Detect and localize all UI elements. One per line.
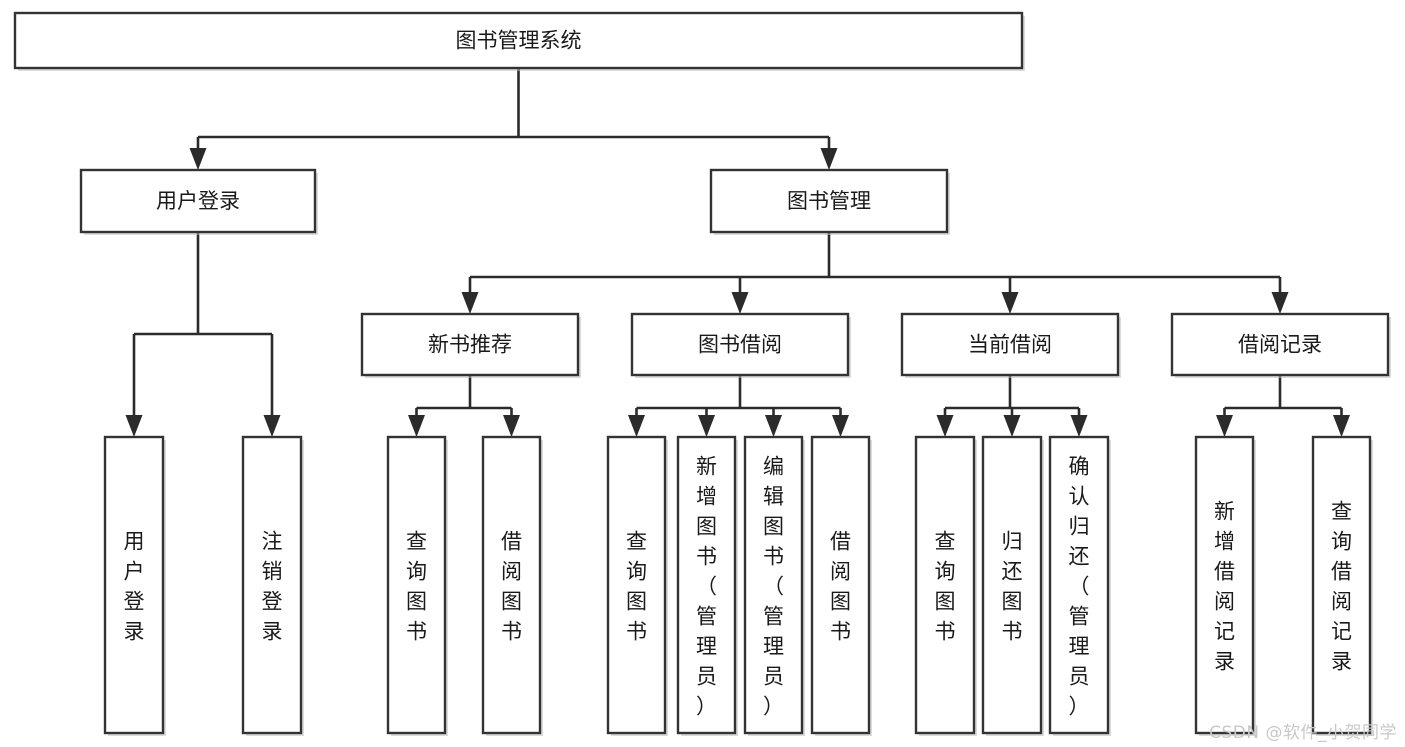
node-box[interactable] [360,312,580,377]
arrow-head-icon [698,415,715,437]
arrow-head-icon [1216,415,1233,437]
node-label: 归还图书 [1002,529,1023,643]
node-label: 借阅图书 [830,529,851,643]
node-l3-borrow-record[interactable]: 借阅记录 [1170,312,1391,378]
node-l4-logout-login[interactable]: 注销登录 [241,435,304,736]
node-label: 查询借阅记录 [1331,499,1352,673]
node-label: 借阅记录 [1238,333,1322,357]
node-box[interactable] [1170,312,1390,377]
node-box[interactable] [1311,435,1372,735]
node-box[interactable] [630,312,850,377]
node-label: 编辑图书（管理员） [763,454,784,718]
node-label: 图书管理系统 [456,29,582,53]
arrow-head-icon [832,415,849,437]
node-root[interactable]: 图书管理系统 [13,11,1025,71]
node-l4-borrow-book-b[interactable]: 借阅图书 [810,435,872,736]
node-label: 图书管理 [787,189,871,213]
node-label: 图书借阅 [698,333,782,357]
node-box[interactable] [79,168,317,234]
node-l4-query-record[interactable]: 查询借阅记录 [1311,435,1373,736]
arrow-head-icon [1070,415,1088,437]
node-box[interactable] [1048,435,1110,735]
node-box[interactable] [13,11,1024,70]
arrow-head-icon [820,148,838,170]
connector-layer [125,68,1350,437]
node-l3-current-borrow[interactable]: 当前借阅 [900,312,1121,378]
node-label: 查询图书 [935,529,956,643]
node-label: 用户登录 [156,189,240,213]
node-l4-return-book[interactable]: 归还图书 [981,435,1044,736]
node-box[interactable] [676,435,737,735]
arrow-head-icon [1001,292,1019,314]
node-box[interactable] [981,435,1043,735]
arrow-head-icon [408,415,425,437]
node-l4-edit-book[interactable]: 编辑图书（管理员） [743,435,805,736]
node-label: 新增借阅记录 [1214,499,1235,673]
node-box[interactable] [914,435,976,735]
node-l4-confirm-return[interactable]: 确认归还（管理员） [1048,435,1111,736]
arrow-head-icon [628,415,645,437]
node-layer: 图书管理系统用户登录图书管理新书推荐图书借阅当前借阅借阅记录用户登录注销登录查询… [13,11,1391,736]
node-box[interactable] [606,435,667,735]
node-label: 当前借阅 [968,333,1052,357]
node-l4-query-book-b[interactable]: 查询图书 [606,435,668,736]
arrow-head-icon [125,415,143,437]
node-l4-user-login[interactable]: 用户登录 [103,435,166,736]
node-l3-new-book-rec[interactable]: 新书推荐 [360,312,581,378]
node-box[interactable] [103,435,165,735]
node-box[interactable] [241,435,303,735]
node-l4-add-record[interactable]: 新增借阅记录 [1194,435,1256,736]
node-box[interactable] [810,435,871,735]
node-label: 确认归还（管理员） [1069,454,1090,718]
node-box[interactable] [1194,435,1255,735]
node-box[interactable] [386,435,447,735]
node-label: 新增图书（管理员） [696,454,717,718]
node-label: 用户登录 [124,529,145,643]
watermark-label: CSDN @软件_小贺同学 [1209,723,1397,743]
arrow-head-icon [263,415,281,437]
arrow-head-icon [503,415,520,437]
node-label: 查询图书 [406,529,427,643]
arrow-head-icon [461,292,479,314]
arrow-head-icon [731,292,749,314]
node-label: 查询图书 [626,529,647,643]
node-box[interactable] [481,435,542,735]
node-box[interactable] [900,312,1120,377]
node-box[interactable] [709,168,949,234]
arrow-head-icon [765,415,782,437]
node-l2-user-login[interactable]: 用户登录 [79,168,318,235]
node-label: 新书推荐 [428,333,512,357]
node-label: 借阅图书 [501,529,522,643]
node-l4-query-book-c[interactable]: 查询图书 [914,435,977,736]
arrow-head-icon [1271,292,1289,314]
arrow-head-icon [1003,415,1021,437]
node-box[interactable] [743,435,804,735]
arrow-head-icon [936,415,954,437]
node-l4-query-book-a[interactable]: 查询图书 [386,435,448,736]
arrow-head-icon [189,148,207,170]
node-l3-book-borrow[interactable]: 图书借阅 [630,312,851,378]
arrow-head-icon [1333,415,1350,437]
node-l4-add-book[interactable]: 新增图书（管理员） [676,435,738,736]
node-label: 注销登录 [262,529,283,643]
node-l4-borrow-book-a[interactable]: 借阅图书 [481,435,543,736]
node-l2-book-manage[interactable]: 图书管理 [709,168,950,235]
